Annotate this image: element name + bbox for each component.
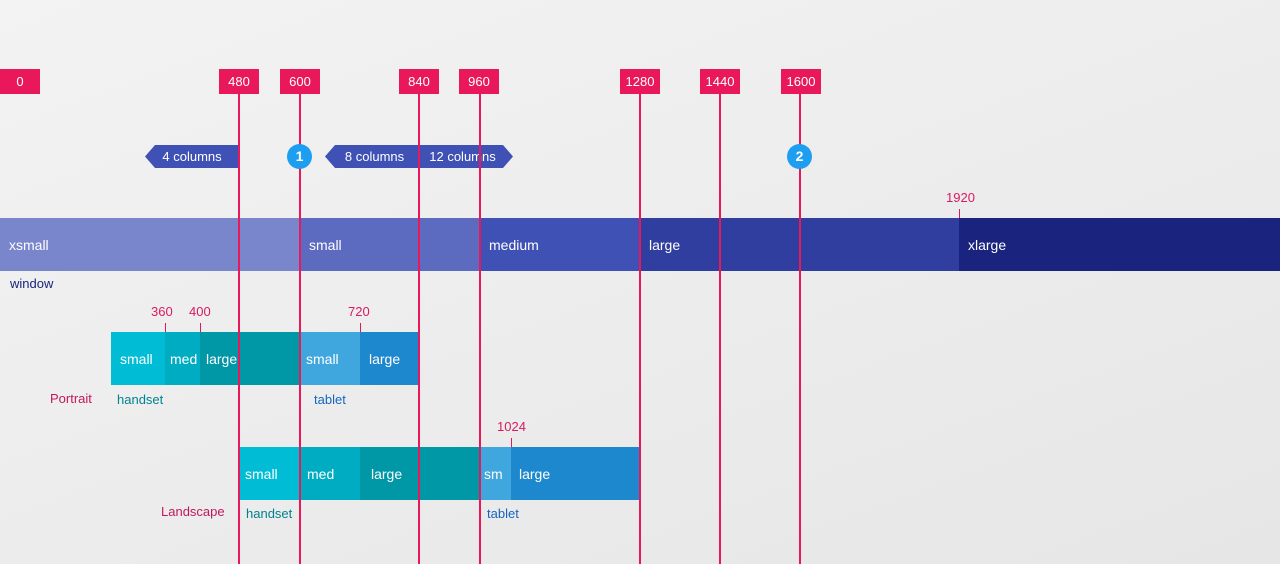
breakpoint-line-840 bbox=[418, 94, 420, 564]
landscape-label: Landscape bbox=[161, 504, 225, 519]
portrait-handset-med: med bbox=[165, 332, 200, 385]
twelve-columns-arrow: 12 columns bbox=[420, 145, 513, 168]
landscape-tablet-large: large bbox=[511, 447, 640, 500]
portrait-handset-caption: handset bbox=[117, 392, 164, 407]
segment-label: large bbox=[369, 350, 401, 367]
landscape-handset-caption: handset bbox=[246, 506, 293, 521]
marker-1024-tick bbox=[511, 438, 512, 447]
segment-label: large bbox=[649, 236, 681, 253]
marker-1920-tick bbox=[959, 209, 960, 218]
landscape-handset-large: large bbox=[360, 447, 480, 500]
segment-label: small bbox=[306, 350, 339, 367]
segment-label: sm bbox=[484, 465, 503, 482]
landscape-handset-small: small bbox=[239, 447, 300, 500]
landscape-handset-med: med bbox=[300, 447, 360, 500]
breakpoint-tag-1440: 1440 bbox=[700, 69, 740, 94]
segment-label: med bbox=[170, 350, 198, 367]
breakpoint-tag-480: 480 bbox=[219, 69, 259, 94]
marker-1920: 1920 bbox=[946, 190, 975, 205]
note-marker-1: 1 bbox=[287, 144, 312, 169]
window-segment-xsmall: xsmall bbox=[0, 218, 300, 271]
landscape-tablet-caption: tablet bbox=[487, 506, 519, 521]
portrait-tablet-large: large bbox=[360, 332, 419, 385]
eight-columns-label: 8 columns bbox=[344, 149, 405, 164]
portrait-label: Portrait bbox=[50, 391, 92, 406]
segment-label: medium bbox=[489, 236, 539, 253]
breakpoint-line-960 bbox=[479, 94, 481, 564]
twelve-columns-label: 12 columns bbox=[429, 149, 496, 164]
segment-label: xlarge bbox=[968, 236, 1007, 253]
breakpoint-tag-0: 0 bbox=[0, 69, 40, 94]
segment-label: large bbox=[371, 465, 403, 482]
segment-label: xsmall bbox=[9, 236, 49, 253]
note-marker-2: 2 bbox=[787, 144, 812, 169]
breakpoint-line-480 bbox=[238, 94, 240, 564]
segment-label: med bbox=[307, 465, 335, 482]
portrait-tablet-caption: tablet bbox=[314, 392, 346, 407]
marker-400-tick bbox=[200, 323, 201, 332]
breakpoint-line-600 bbox=[299, 94, 301, 564]
window-segment-small: small bbox=[300, 218, 480, 271]
window-segment-medium: medium bbox=[480, 218, 640, 271]
window-caption: window bbox=[10, 276, 54, 291]
four-columns-label: 4 columns bbox=[162, 149, 222, 164]
window-segment-xlarge: xlarge bbox=[959, 218, 1280, 271]
segment-label: small bbox=[120, 350, 153, 367]
breakpoint-tag-960: 960 bbox=[459, 69, 499, 94]
breakpoint-tag-1600: 1600 bbox=[781, 69, 821, 94]
portrait-tablet-small: small bbox=[300, 332, 360, 385]
marker-400: 400 bbox=[189, 304, 211, 319]
segment-label: small bbox=[245, 465, 278, 482]
marker-720-tick bbox=[360, 323, 361, 332]
segment-label: large bbox=[206, 350, 238, 367]
breakpoint-tag-1280: 1280 bbox=[620, 69, 660, 94]
portrait-handset-small: small bbox=[111, 332, 165, 385]
breakpoint-line-1280 bbox=[639, 94, 641, 564]
portrait-handset-large: large bbox=[200, 332, 300, 385]
eight-columns-arrow: 8 columns bbox=[325, 145, 420, 168]
segment-label: small bbox=[309, 236, 342, 253]
four-columns-arrow: 4 columns bbox=[145, 145, 239, 168]
marker-1024: 1024 bbox=[497, 419, 526, 434]
marker-720: 720 bbox=[348, 304, 370, 319]
marker-360-tick bbox=[165, 323, 166, 332]
segment-label: large bbox=[519, 465, 551, 482]
landscape-tablet-sm: sm bbox=[480, 447, 511, 500]
breakpoint-tag-840: 840 bbox=[399, 69, 439, 94]
breakpoint-line-1440 bbox=[719, 94, 721, 564]
marker-360: 360 bbox=[151, 304, 173, 319]
breakpoint-tag-600: 600 bbox=[280, 69, 320, 94]
breakpoint-line-1600 bbox=[799, 94, 801, 564]
